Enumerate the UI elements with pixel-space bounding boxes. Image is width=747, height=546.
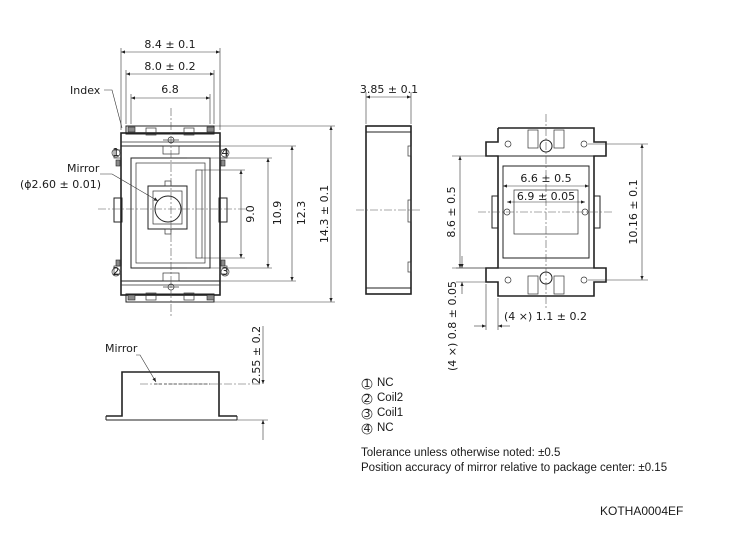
position-note: Position accuracy of mirror relative to … [361, 462, 668, 474]
legend-pin-3: Coil1 [377, 407, 404, 419]
index-label: Index [70, 84, 101, 97]
mirror-label: Mirror [67, 162, 100, 175]
top-view-outline [120, 132, 221, 296]
tolerance-note: Tolerance unless otherwise noted: ±0.5 [361, 447, 561, 459]
mirror-front-label: Mirror [105, 342, 138, 355]
rear-view: 6.6 ± 0.5 6.9 ± 0.05 8.6 ± 0.5 10.16 ± 0… [445, 114, 648, 371]
dim-top-w1: 8.4 ± 0.1 [144, 38, 195, 51]
pin-marker-1 [111, 148, 121, 158]
pin-marker-2 [111, 267, 121, 277]
legend-num-3: 3 [364, 407, 371, 420]
dim-r-69: 6.9 ± 0.05 [517, 190, 575, 203]
top-view: 1 2 3 4 Index Mirror (ϕ2.60 ± 0.01) 8.4 … [20, 38, 335, 318]
legend-num-4: 4 [364, 422, 371, 435]
legend-pin-2: Coil2 [377, 392, 404, 404]
legend-num-1: 1 [364, 377, 371, 390]
dim-h-143: 14.3 ± 0.1 [318, 185, 331, 243]
legend-pin-1: NC [377, 377, 394, 389]
dim-top-w3: 6.8 [161, 83, 179, 96]
dim-r-86: 8.6 ± 0.5 [445, 186, 458, 237]
drawing-code: KOTHA0004EF [600, 504, 684, 518]
dim-top-w2: 8.0 ± 0.2 [144, 60, 195, 73]
dim-h-109: 10.9 [271, 201, 284, 226]
side-view: 3.85 ± 0.1 [356, 83, 421, 295]
dim-r-66: 6.6 ± 0.5 [520, 172, 571, 185]
dim-side-w: 3.85 ± 0.1 [360, 83, 418, 96]
front-view-outline [106, 371, 237, 417]
legend-num-2: 2 [364, 392, 371, 405]
dim-h-123: 12.3 [295, 201, 308, 226]
pin-num-2: 2 [113, 265, 120, 278]
dim-r-08: (4 ×) 0.8 ± 0.05 [446, 281, 459, 371]
pin-num-1: 1 [113, 146, 120, 159]
pin-num-4: 4 [222, 146, 229, 159]
pin-num-3: 3 [222, 265, 229, 278]
pin-legend-markers: 1 2 3 4 [361, 377, 373, 435]
dim-r-1016: 10.16 ± 0.1 [627, 179, 640, 244]
pin-marker-4 [220, 148, 230, 158]
dim-f-255: 2.55 ± 0.2 [250, 326, 263, 384]
dim-r-11: (4 ×) 1.1 ± 0.2 [504, 310, 587, 323]
dim-h-9: 9.0 [244, 205, 257, 223]
legend-pin-4: NC [377, 422, 394, 434]
front-view: 2.55 ± 0.2 Mirror [105, 326, 268, 440]
mirror-diameter: (ϕ2.60 ± 0.01) [20, 178, 101, 191]
